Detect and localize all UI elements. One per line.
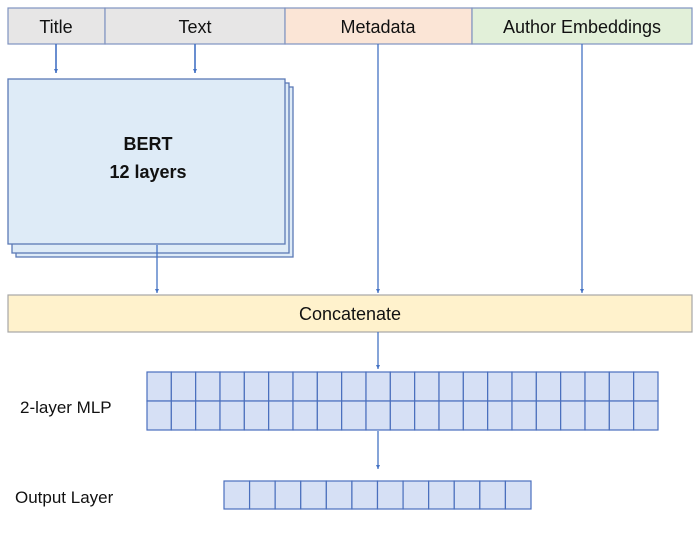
mlp-cell	[414, 400, 440, 431]
output-cell	[504, 480, 532, 510]
output-cell	[376, 480, 404, 510]
mlp-cell	[487, 400, 513, 431]
mlp-cell	[633, 400, 659, 431]
mlp-cell	[219, 400, 245, 431]
output-cell	[453, 480, 481, 510]
mlp-cell	[341, 400, 367, 431]
output-cell	[428, 480, 455, 510]
mlp-cell	[414, 371, 440, 402]
mlp-cell	[560, 371, 586, 402]
mlp-cell	[584, 371, 610, 402]
mlp-cell	[243, 371, 270, 402]
output-cell	[223, 480, 251, 510]
mlp-cell	[292, 371, 318, 402]
mlp-grid	[146, 371, 659, 431]
output-cell	[351, 480, 379, 510]
mlp-cell	[268, 371, 294, 402]
mlp-cell	[438, 400, 464, 431]
output-cell	[274, 480, 302, 510]
mlp-cell	[341, 371, 367, 402]
concatenate-block: Concatenate	[7, 294, 693, 333]
output-cell	[248, 480, 276, 510]
output-cell	[479, 480, 507, 510]
mlp-cell	[170, 371, 197, 402]
bert-block: BERT 12 layers	[7, 78, 294, 258]
mlp-cell	[365, 371, 391, 402]
concatenate-label: Concatenate	[299, 304, 401, 324]
mlp-cell	[511, 371, 537, 402]
mlp-cell	[292, 400, 318, 431]
output-cell	[300, 480, 327, 510]
mlp-cell	[511, 400, 537, 431]
output-cell	[325, 480, 353, 510]
input-author-embeddings-box	[471, 7, 693, 45]
mlp-cell	[195, 400, 221, 431]
mlp-cell	[462, 400, 489, 431]
mlp-cell	[389, 371, 416, 402]
mlp-cell	[584, 400, 610, 431]
mlp-cell	[170, 400, 197, 431]
mlp-cell	[146, 371, 172, 402]
mlp-cell	[389, 400, 416, 431]
input-bar: Title Text Metadata Author Embeddings	[7, 7, 693, 45]
mlp-cell	[608, 400, 635, 431]
mlp-cell	[462, 371, 489, 402]
mlp-label: 2-layer MLP	[20, 398, 112, 417]
input-text-box	[104, 7, 286, 45]
mlp-cell	[365, 400, 391, 431]
bert-title: BERT	[124, 134, 173, 154]
mlp-cell	[243, 400, 270, 431]
mlp-cell	[560, 400, 586, 431]
mlp-cell	[316, 371, 343, 402]
input-title-box	[7, 7, 106, 45]
concatenate-box	[7, 294, 693, 333]
input-author-embeddings-label: Author Embeddings	[503, 17, 661, 37]
mlp-cell	[438, 371, 464, 402]
mlp-cell	[608, 371, 635, 402]
output-grid	[223, 480, 532, 510]
input-metadata-label: Metadata	[340, 17, 416, 37]
mlp-cell	[633, 371, 659, 402]
mlp-cell	[146, 400, 172, 431]
output-layer-label: Output Layer	[15, 488, 114, 507]
input-title-label: Title	[39, 17, 72, 37]
mlp-cell	[219, 371, 245, 402]
output-cell	[402, 480, 430, 510]
bert-layer-front	[7, 78, 286, 245]
mlp-cell	[535, 400, 562, 431]
mlp-cell	[268, 400, 294, 431]
input-text-label: Text	[178, 17, 211, 37]
mlp-cell	[535, 371, 562, 402]
bert-subtitle: 12 layers	[109, 162, 186, 182]
mlp-cell	[195, 371, 221, 402]
mlp-cell	[316, 400, 343, 431]
input-metadata-box	[284, 7, 473, 45]
mlp-cell	[487, 371, 513, 402]
